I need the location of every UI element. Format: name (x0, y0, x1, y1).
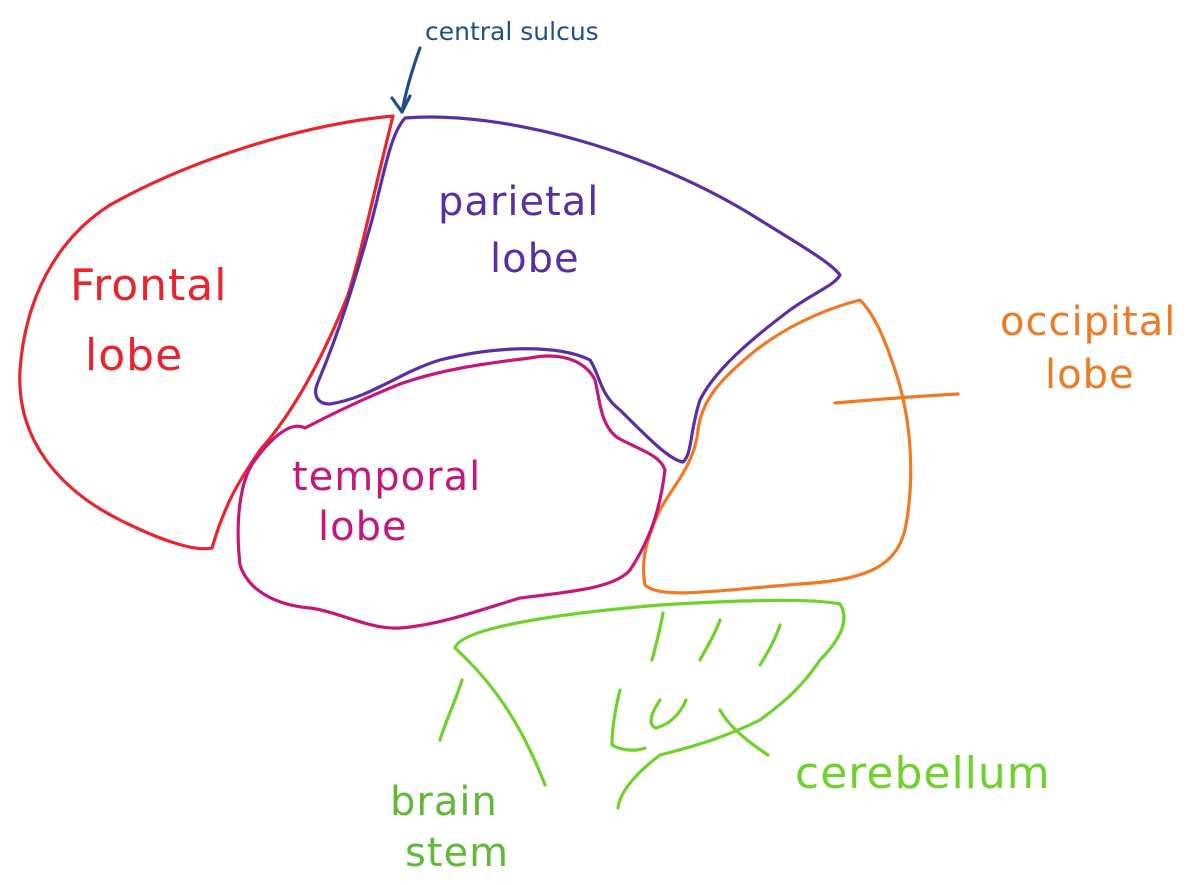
cerebellum-drawing (440, 600, 844, 808)
brain-stem-label-line2: stem (405, 830, 509, 876)
frontal-lobe-label-line2: lobe (85, 330, 183, 381)
central-sulcus-arrow (392, 48, 420, 112)
brain-stem-label-line1: brain (390, 779, 498, 825)
parietal-lobe-label-line1: parietal (438, 179, 599, 225)
occipital-lobe-label-line1: occipital (1000, 299, 1176, 345)
temporal-lobe-label-line2: lobe (318, 504, 408, 550)
temporal-lobe-label-line1: temporal (292, 454, 481, 500)
cerebellum-label: cerebellum (795, 748, 1051, 799)
occipital-lobe-outline (643, 300, 910, 593)
parietal-lobe-outline (316, 117, 840, 462)
occipital-label-pointer (835, 394, 958, 403)
occipital-lobe-label-line2: lobe (1045, 352, 1135, 398)
frontal-lobe-label-line1: Frontal (70, 260, 227, 311)
parietal-lobe-label-line2: lobe (490, 236, 580, 282)
central-sulcus-label: central sulcus (425, 17, 599, 46)
